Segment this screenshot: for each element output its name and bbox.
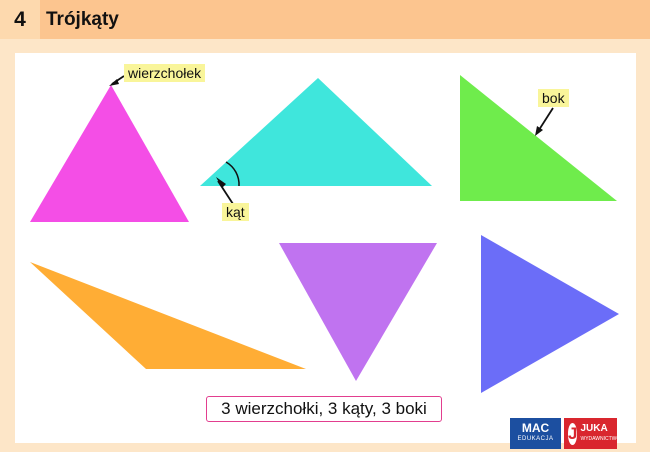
header-bar: 4 Trójkąty [0, 0, 650, 39]
mac-logo-sub: EDUKACJA [517, 435, 554, 442]
vertex-label: wierzchołek [124, 64, 206, 82]
triangle-blue [481, 235, 619, 393]
vertex-arrow-head [109, 79, 119, 86]
triangle-violet [279, 243, 437, 381]
juka-logo: J JUKA WYDAWNICTWO [564, 418, 621, 449]
mac-logo: MAC EDUKACJA [510, 418, 561, 449]
angle-arc [225, 161, 240, 187]
angle-label: kąt [222, 203, 249, 221]
side-arrow-head [535, 126, 543, 136]
triangle-green [460, 75, 617, 201]
juka-logo-name: JUKA [580, 422, 608, 434]
triangle-magenta [30, 85, 189, 222]
page-title: Trójkąty [46, 8, 119, 30]
side-label: bok [538, 89, 569, 107]
juka-logo-sub: WYDAWNICTWO [580, 435, 621, 442]
section-number: 4 [0, 0, 40, 39]
triangle-cyan [200, 78, 432, 186]
juka-logo-letter: J [568, 422, 578, 445]
triangle-orange [30, 262, 306, 369]
angle-arrow-head [216, 177, 226, 188]
mac-logo-name: MAC [521, 420, 550, 435]
summary-caption: 3 wierzchołki, 3 kąty, 3 boki [206, 396, 442, 422]
